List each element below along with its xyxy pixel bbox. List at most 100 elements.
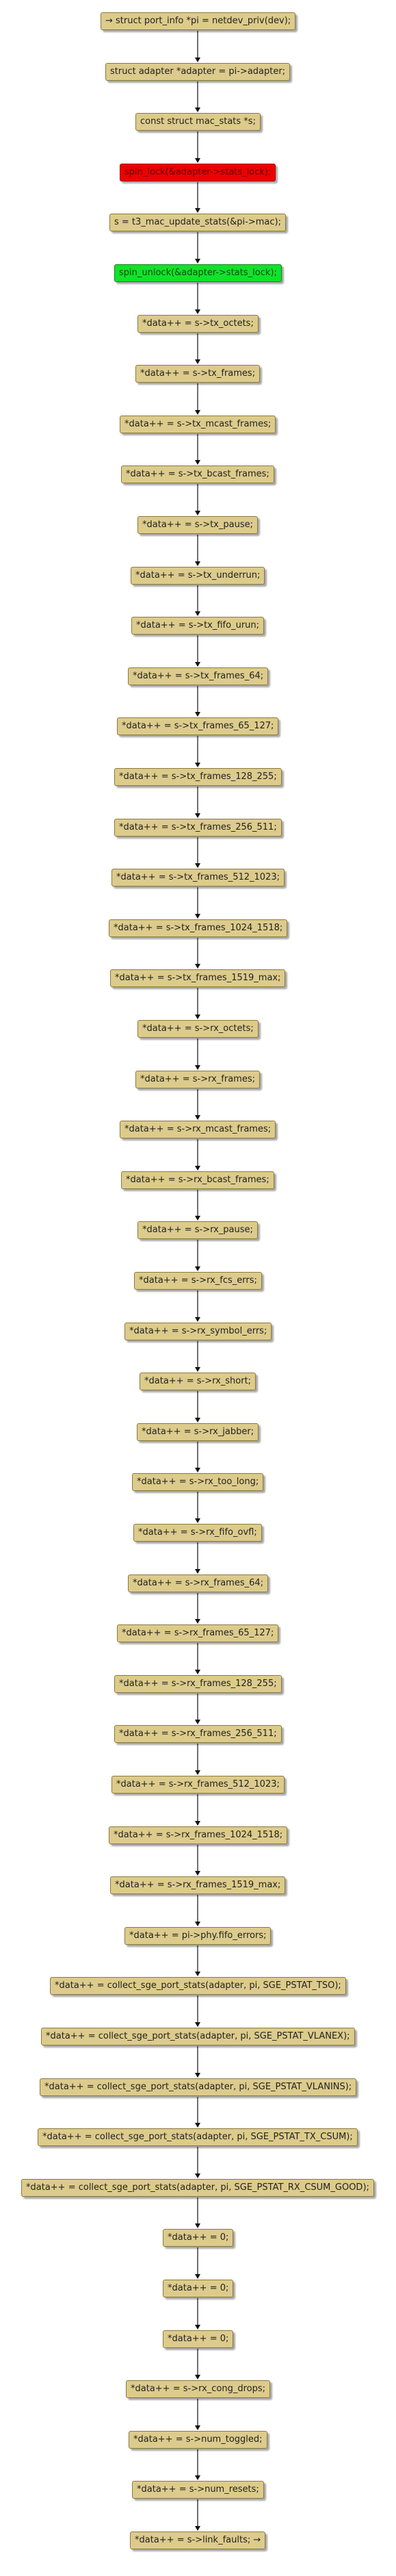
flow-arrowhead-11 xyxy=(195,611,200,616)
flow-node-45: *data++ = 0; xyxy=(163,2280,234,2297)
flow-node-37: *data++ = s->rx_frames_1519_max; xyxy=(110,1876,286,1894)
flow-node-19: *data++ = s->tx_frames_1519_max; xyxy=(110,969,286,987)
flow-node-9: *data++ = s->tx_bcast_frames; xyxy=(121,466,274,483)
flow-arrowhead-13 xyxy=(195,712,200,717)
flow-arrowhead-42 xyxy=(195,2173,200,2178)
flow-arrowhead-21 xyxy=(195,1115,200,1120)
flow-arrowhead-8 xyxy=(195,460,200,465)
flow-node-49: *data++ = s->num_resets; xyxy=(132,2481,264,2499)
flow-node-4: s = t3_mac_update_stats(&pi->mac); xyxy=(109,214,286,231)
flow-node-40: *data++ = collect_sge_port_stats(adapter… xyxy=(41,2028,355,2045)
flow-arrowhead-35 xyxy=(195,1821,200,1826)
flow-node-29: *data++ = s->rx_too_long; xyxy=(132,1473,264,1491)
flow-arrowhead-20 xyxy=(195,1065,200,1070)
flow-arrowhead-33 xyxy=(195,1720,200,1724)
flow-arrowhead-36 xyxy=(195,1871,200,1876)
flow-arrowhead-49 xyxy=(195,2526,200,2531)
flow-arrowhead-37 xyxy=(195,1922,200,1926)
flow-arrowhead-14 xyxy=(195,763,200,767)
flow-arrowhead-44 xyxy=(195,2274,200,2279)
flow-node-23: *data++ = s->rx_bcast_frames; xyxy=(121,1171,274,1189)
flow-arrowhead-26 xyxy=(195,1367,200,1372)
flow-arrowhead-32 xyxy=(195,1670,200,1674)
flow-node-14: *data++ = s->tx_frames_65_127; xyxy=(117,717,279,735)
flow-node-30: *data++ = s->rx_fifo_ovfl; xyxy=(133,1524,262,1542)
flow-node-0: → struct port_info *pi = netdev_priv(dev… xyxy=(101,12,296,30)
flow-node-22: *data++ = s->rx_mcast_frames; xyxy=(120,1121,276,1138)
flow-arrowhead-34 xyxy=(195,1770,200,1775)
flow-node-48: *data++ = s->num_toggled; xyxy=(129,2431,267,2449)
flow-arrowhead-27 xyxy=(195,1418,200,1423)
flow-arrowhead-19 xyxy=(195,1015,200,1019)
flow-arrowhead-45 xyxy=(195,2325,200,2330)
flow-arrowhead-9 xyxy=(195,511,200,515)
flow-arrowhead-2 xyxy=(195,158,200,163)
flow-arrowhead-6 xyxy=(195,359,200,364)
flow-node-33: *data++ = s->rx_frames_128_255; xyxy=(114,1675,282,1693)
flow-arrowhead-40 xyxy=(195,2073,200,2078)
flow-node-13: *data++ = s->tx_frames_64; xyxy=(128,667,269,685)
flow-arrowhead-43 xyxy=(195,2223,200,2228)
flow-arrowhead-15 xyxy=(195,813,200,818)
flow-node-7: *data++ = s->tx_frames; xyxy=(135,365,261,383)
flow-node-46: *data++ = 0; xyxy=(163,2330,234,2348)
flow-node-16: *data++ = s->tx_frames_256_511; xyxy=(114,819,282,837)
flow-node-41: *data++ = collect_sge_port_stats(adapter… xyxy=(40,2078,357,2096)
flow-node-8: *data++ = s->tx_mcast_frames; xyxy=(120,416,276,433)
flow-node-28: *data++ = s->rx_jabber; xyxy=(137,1423,259,1441)
flow-node-25: *data++ = s->rx_fcs_errs; xyxy=(134,1272,262,1290)
flow-arrowhead-25 xyxy=(195,1317,200,1322)
flow-node-31: *data++ = s->rx_frames_64; xyxy=(128,1574,269,1592)
flow-node-5: spin_unlock(&adapter->stats_lock); xyxy=(114,264,282,282)
flow-arrowhead-41 xyxy=(195,2123,200,2128)
flow-node-24: *data++ = s->rx_pause; xyxy=(137,1221,258,1239)
flow-arrowhead-18 xyxy=(195,964,200,969)
flow-arrowhead-4 xyxy=(195,259,200,264)
flow-node-35: *data++ = s->rx_frames_512_1023; xyxy=(111,1776,285,1794)
flow-node-18: *data++ = s->tx_frames_1024_1518; xyxy=(109,919,288,937)
flow-arrowhead-46 xyxy=(195,2375,200,2380)
flow-arrowhead-16 xyxy=(195,863,200,868)
flow-node-21: *data++ = s->rx_frames; xyxy=(135,1071,260,1088)
flow-node-1: struct adapter *adapter = pi->adapter; xyxy=(105,63,291,81)
flow-node-34: *data++ = s->rx_frames_256_511; xyxy=(114,1725,282,1743)
flow-node-3: spin_lock(&adapter->stats_lock); xyxy=(120,164,276,181)
flow-node-47: *data++ = s->rx_cong_drops; xyxy=(126,2380,271,2398)
flow-node-26: *data++ = s->rx_symbol_errs; xyxy=(124,1323,272,1340)
flow-node-36: *data++ = s->rx_frames_1024_1518; xyxy=(109,1826,288,1844)
flow-node-42: *data++ = collect_sge_port_stats(adapter… xyxy=(38,2128,358,2146)
flow-node-15: *data++ = s->tx_frames_128_255; xyxy=(114,768,282,786)
flow-node-10: *data++ = s->tx_pause; xyxy=(137,516,258,534)
flow-arrowhead-29 xyxy=(195,1518,200,1523)
flow-arrowhead-23 xyxy=(195,1216,200,1221)
flow-node-2: const struct mac_stats *s; xyxy=(135,113,261,131)
flow-node-27: *data++ = s->rx_short; xyxy=(140,1373,256,1390)
flow-arrowhead-3 xyxy=(195,208,200,213)
flow-node-43: *data++ = collect_sge_port_stats(adapter… xyxy=(21,2179,374,2197)
flow-node-6: *data++ = s->tx_octets; xyxy=(137,315,259,333)
flow-arrowhead-0 xyxy=(195,58,200,62)
flow-arrowhead-24 xyxy=(195,1266,200,1271)
flow-arrowhead-30 xyxy=(195,1569,200,1574)
flow-arrowhead-47 xyxy=(195,2425,200,2430)
flow-node-38: *data++ = pi->phy.fifo_errors; xyxy=(124,1927,272,1945)
flow-arrowhead-48 xyxy=(195,2475,200,2480)
flow-node-12: *data++ = s->tx_fifo_urun; xyxy=(131,617,265,635)
flow-arrowhead-5 xyxy=(195,309,200,314)
flow-arrowhead-7 xyxy=(195,410,200,415)
flow-node-39: *data++ = collect_sge_port_stats(adapter… xyxy=(50,1977,346,1995)
flow-node-50: *data++ = s->link_faults; → xyxy=(130,2532,266,2549)
flow-arrowhead-12 xyxy=(195,662,200,667)
flow-arrowhead-38 xyxy=(195,1972,200,1976)
flow-node-20: *data++ = s->rx_octets; xyxy=(137,1020,259,1038)
flow-node-17: *data++ = s->tx_frames_512_1023; xyxy=(111,869,285,887)
flow-arrowhead-17 xyxy=(195,914,200,919)
flow-node-11: *data++ = s->tx_underrun; xyxy=(131,567,265,585)
flow-arrowhead-10 xyxy=(195,561,200,566)
flow-arrowhead-22 xyxy=(195,1166,200,1171)
flow-arrowhead-31 xyxy=(195,1619,200,1624)
flow-arrowhead-39 xyxy=(195,2022,200,2027)
flow-node-44: *data++ = 0; xyxy=(163,2229,234,2247)
flow-arrowhead-28 xyxy=(195,1468,200,1472)
